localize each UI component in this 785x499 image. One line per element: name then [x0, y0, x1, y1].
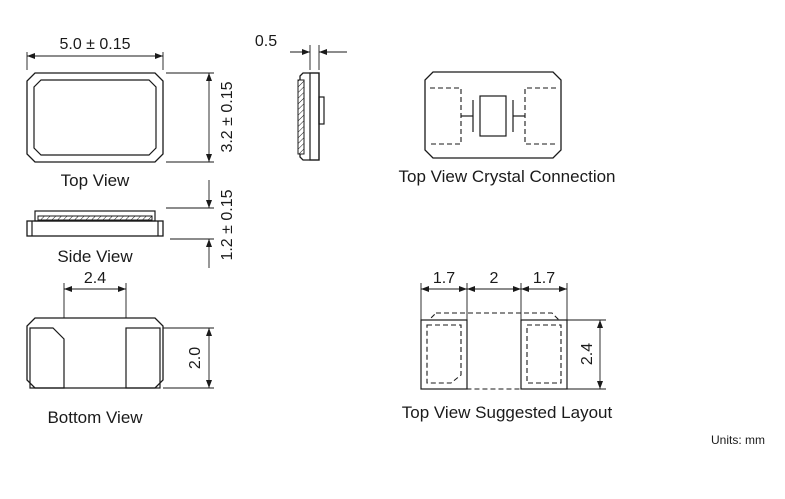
terminal-pad-left [29, 327, 65, 389]
side-view: 1.2 ± 0.15 Side View [26, 180, 236, 268]
arrow-right-icon [459, 286, 467, 292]
pitch-dimension: 2.4 [84, 270, 106, 287]
layout-package-outline [426, 312, 562, 390]
length-dimension: 5.0 ± 0.15 [59, 36, 130, 53]
arrow-right-icon [155, 53, 163, 59]
top-view-label: Top View [61, 171, 130, 190]
arrow-left-icon [27, 53, 35, 59]
layout-left-dimension: 1.7 [433, 270, 455, 287]
side-view-label: Side View [57, 247, 133, 266]
crystal-view-label: Top View Crystal Connection [398, 167, 615, 186]
crystal-connection-view: Top View Crystal Connection [398, 71, 616, 186]
arrow-down-icon [206, 200, 212, 208]
layout-right-dimension: 1.7 [533, 270, 555, 287]
units-note: Units: mm [711, 433, 765, 447]
arrow-down-icon [206, 380, 212, 388]
bottom-view-label: Bottom View [47, 408, 143, 427]
bottom-view: 2.4 2.0 Bottom View [26, 270, 214, 427]
top-view: 5.0 ± 0.15 3.2 ± 0.15 Top View [26, 36, 236, 190]
package-outline [26, 72, 164, 163]
profile-tab [318, 96, 325, 125]
side-seal [37, 215, 153, 221]
arrow-right-icon [302, 49, 310, 55]
arrow-right-icon [513, 286, 521, 292]
arrow-down-icon [597, 381, 603, 389]
arrow-left-icon [319, 49, 327, 55]
suggested-layout-view: 1.7 2 1.7 2.4 Top View Suggested Layout [402, 270, 613, 422]
crystal-symbol [479, 95, 507, 137]
lid-dimension: 0.5 [255, 33, 277, 50]
arrow-left-icon [64, 286, 72, 292]
arrow-left-icon [467, 286, 475, 292]
crystal-package-outline [424, 71, 562, 159]
arrow-left-icon [521, 286, 529, 292]
lid-profile-view: 0.5 [255, 33, 347, 161]
layout-height-dimension: 2.4 [579, 343, 596, 365]
arrow-right-icon [118, 286, 126, 292]
profile-seal [297, 79, 305, 155]
layout-terminal-right [526, 324, 562, 384]
terminal-pad-right [125, 327, 161, 389]
arrow-down-icon [206, 154, 212, 162]
arrow-up-icon [206, 73, 212, 81]
arrow-up-icon [206, 328, 212, 336]
side-base [26, 220, 164, 237]
layout-terminal-left [426, 324, 462, 384]
arrow-left-icon [421, 286, 429, 292]
layout-pad-right [520, 319, 568, 390]
width-dimension: 3.2 ± 0.15 [219, 81, 236, 152]
arrow-up-icon [597, 320, 603, 328]
arrow-up-icon [206, 239, 212, 247]
height-dimension: 1.2 ± 0.15 [219, 189, 236, 260]
pad-height-dimension: 2.0 [187, 347, 204, 369]
arrow-right-icon [559, 286, 567, 292]
layout-gap-dimension: 2 [490, 270, 499, 287]
package-lid-outline [33, 79, 157, 156]
layout-view-label: Top View Suggested Layout [402, 403, 613, 422]
layout-pad-left [420, 319, 468, 390]
side-lid [34, 210, 156, 222]
